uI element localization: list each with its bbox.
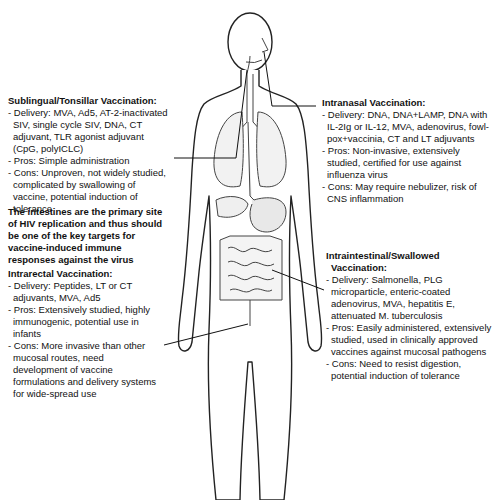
bullet-text: - Delivery: Salmonella, PLG microparticl… — [326, 274, 494, 322]
leader-lines — [164, 52, 324, 345]
leader-line — [174, 70, 247, 158]
bullet-text: - Delivery: Peptides, LT or CT adjuvants… — [8, 280, 160, 304]
bullet-text: - Pros: Easily administered, extensively… — [326, 322, 494, 358]
heading-text: The intestines are the primary site of H… — [8, 206, 164, 266]
left-lung — [214, 112, 243, 187]
small-intestine — [228, 247, 274, 292]
heading-text: Intraintestinal/Swallowed Vaccination: — [326, 250, 494, 274]
leader-line — [264, 52, 316, 106]
text-group: Sublingual/Tonsillar Vaccination:- Deliv… — [8, 95, 170, 215]
text-group: Intraintestinal/Swallowed Vaccination:- … — [326, 250, 494, 382]
leader-line — [164, 324, 248, 345]
stomach — [248, 122, 286, 232]
body-outline — [178, 70, 321, 500]
text-group: Intrarectal Vaccination:- Delivery: Pept… — [8, 268, 160, 400]
bullet-text: - Cons: More invasive than other mucosal… — [8, 340, 160, 400]
organs — [214, 38, 286, 326]
right-lung — [257, 112, 286, 187]
heading-text: Intrarectal Vaccination: — [8, 268, 160, 280]
bullet-text: - Pros: Simple administration — [8, 155, 170, 167]
bullet-text: - Delivery: DNA, DNA+LAMP, DNA with IL-2… — [322, 109, 494, 145]
bullet-text: - Cons: Need to resist digestion, potent… — [326, 358, 494, 382]
bullet-text: - Cons: May require nebulizer, risk of C… — [322, 181, 494, 205]
nose — [262, 38, 268, 52]
heading-text: Sublingual/Tonsillar Vaccination: — [8, 95, 170, 107]
bullet-text: - Pros: Non-invasive, extensively studie… — [322, 145, 494, 181]
text-group: Intranasal Vaccination:- Delivery: DNA, … — [322, 97, 494, 205]
large-intestine — [220, 236, 282, 300]
liver — [216, 197, 248, 218]
heading-text: Intranasal Vaccination: — [322, 97, 494, 109]
leader-line — [272, 270, 324, 290]
trachea — [247, 56, 253, 122]
mouth — [246, 60, 262, 63]
text-group: The intestines are the primary site of H… — [8, 206, 164, 266]
bullet-text: - Delivery: MVA, Ad5, AT-2-inactivated S… — [8, 107, 170, 155]
bullet-text: - Pros: Extensively studied, highly immu… — [8, 304, 160, 340]
rectum — [250, 300, 251, 326]
